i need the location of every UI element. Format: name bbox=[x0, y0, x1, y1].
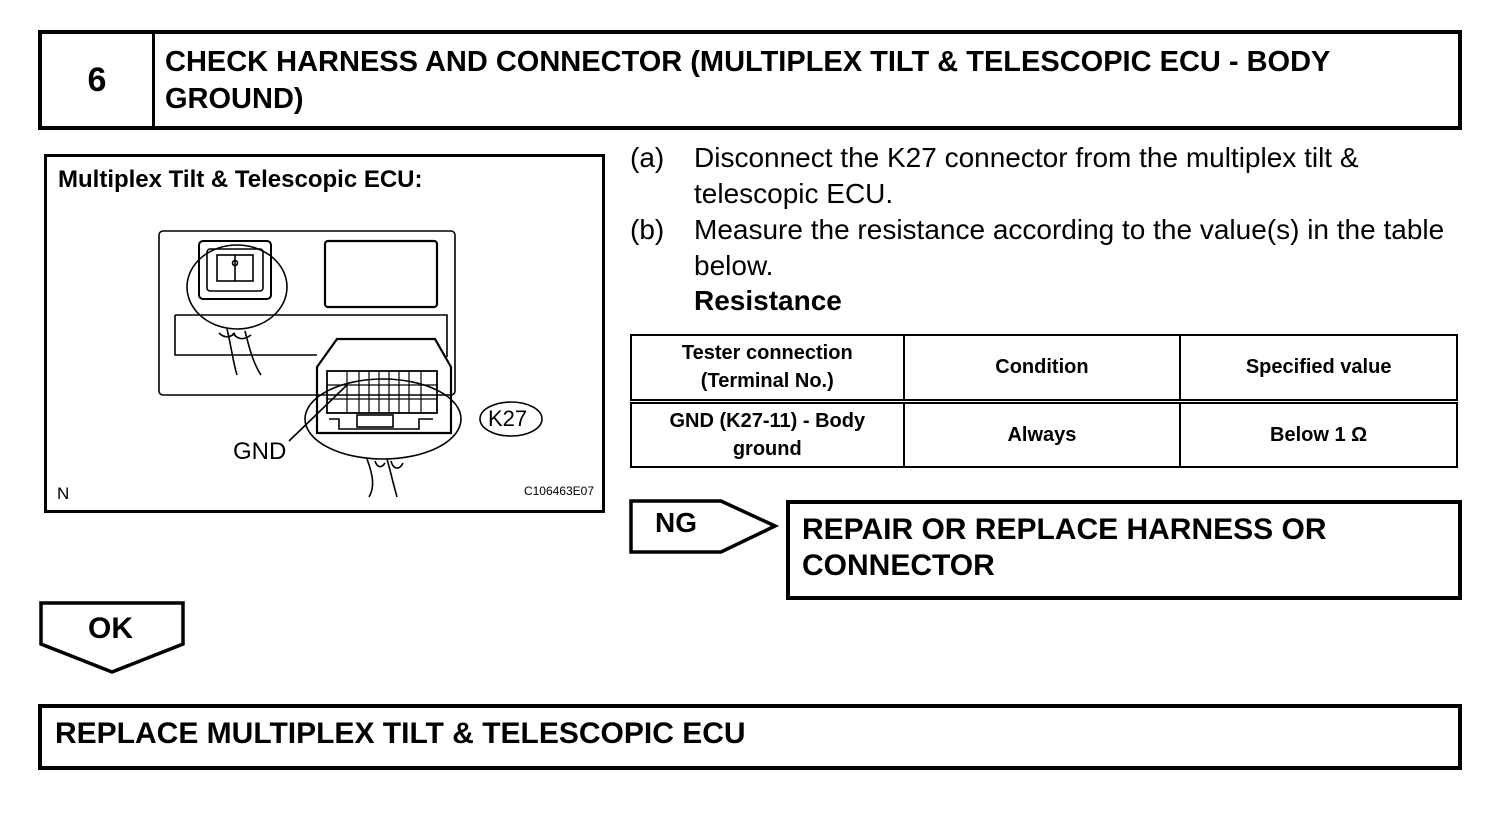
instruction-b-text: Measure the resistance according to the … bbox=[694, 214, 1445, 281]
figure-caption: Multiplex Tilt & Telescopic ECU: bbox=[58, 166, 423, 193]
table-header: Condition bbox=[902, 334, 1182, 404]
resistance-table: Tester connection (Terminal No.) Conditi… bbox=[630, 334, 1458, 468]
ecu-connector-illustration bbox=[158, 230, 543, 498]
table-title: Resistance bbox=[694, 285, 842, 316]
instruction-b-label: (b) bbox=[630, 214, 665, 245]
figure-corner-label: N bbox=[57, 484, 70, 503]
ok-result-text: REPLACE MULTIPLEX TILT & TELESCOPIC ECU bbox=[55, 717, 746, 750]
gnd-callout: GND bbox=[233, 438, 287, 465]
table-cell: Always bbox=[902, 400, 1182, 468]
figure-code: C106463E07 bbox=[523, 484, 594, 498]
table-header: Specified value bbox=[1179, 334, 1458, 404]
table-header: Tester connection (Terminal No.) bbox=[630, 334, 905, 404]
table-header-row: Tester connection (Terminal No.) Conditi… bbox=[630, 334, 1458, 404]
k27-callout: K27 bbox=[488, 406, 528, 431]
ok-arrow-icon bbox=[39, 601, 185, 674]
instruction-b: (b) Measure the resistance according to … bbox=[630, 212, 1460, 284]
ok-result-box: REPLACE MULTIPLEX TILT & TELESCOPIC ECU bbox=[38, 704, 1462, 770]
instruction-a-text: Disconnect the K27 connector from the mu… bbox=[694, 142, 1359, 209]
instruction-a: (a) Disconnect the K27 connector from th… bbox=[630, 140, 1460, 212]
connector-figure: Multiplex Tilt & Telescopic ECU: GND K27… bbox=[44, 154, 605, 513]
ng-label: NG bbox=[655, 507, 697, 538]
instruction-a-label: (a) bbox=[630, 142, 665, 173]
table-row: GND (K27-11) - Body ground Always Below … bbox=[630, 400, 1458, 468]
table-cell: Below 1 Ω bbox=[1179, 400, 1458, 468]
ng-arrow-icon bbox=[629, 499, 779, 554]
ng-result-text: REPAIR OR REPLACE HARNESS OR CONNECTOR bbox=[802, 513, 1327, 582]
step-title: CHECK HARNESS AND CONNECTOR (MULTIPLEX T… bbox=[165, 46, 1330, 115]
step-number: 6 bbox=[42, 34, 155, 126]
ng-result-box: REPAIR OR REPLACE HARNESS OR CONNECTOR bbox=[786, 500, 1462, 600]
step-header: 6 CHECK HARNESS AND CONNECTOR (MULTIPLEX… bbox=[38, 30, 1462, 130]
ok-label: OK bbox=[88, 612, 133, 645]
table-cell: GND (K27-11) - Body ground bbox=[630, 400, 905, 468]
